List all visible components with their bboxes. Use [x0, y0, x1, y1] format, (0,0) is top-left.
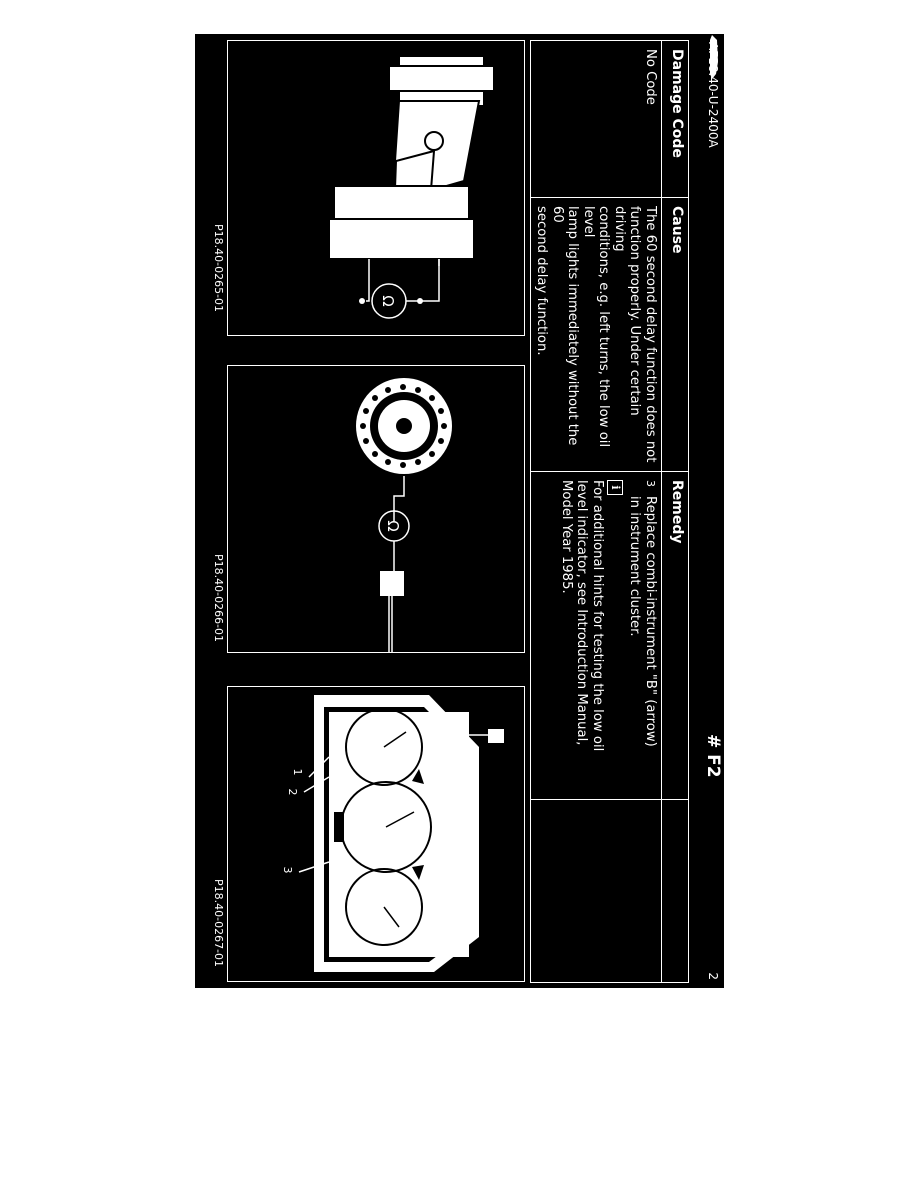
figure-connector-test: Ω — [227, 365, 525, 653]
header-cause: Cause — [669, 206, 685, 254]
ohm-symbol-fig2: Ω — [384, 520, 402, 531]
header-empty-cell — [661, 799, 689, 983]
figure-3-id: P18.40-0267-01 — [212, 879, 225, 968]
document-code: AF18.40-U-2400A — [706, 42, 720, 148]
header-damage-code-cell: Damage Code — [661, 40, 689, 198]
empty-cell — [530, 799, 662, 983]
instrument-cluster-drawing — [314, 695, 479, 972]
cause-text: The 60 second delay function does not fu… — [534, 206, 659, 463]
remedy-cell: 3 Replace combi-instrument "B" (arrow) i… — [530, 471, 662, 800]
header-damage-code: Damage Code — [669, 49, 685, 158]
info-icon: i — [607, 480, 623, 495]
test-plug — [380, 571, 404, 596]
figure-oil-level-sensor: Ω — [227, 40, 525, 336]
cause-cell: The 60 second delay function does not fu… — [530, 197, 662, 472]
oil-level-sensor-drawing — [328, 55, 495, 260]
remedy-step-number: 3 — [644, 480, 657, 487]
round-connector-drawing — [356, 378, 452, 474]
ohm-symbol-fig1: Ω — [379, 295, 397, 306]
figure-1-id: P18.40-0265-01 — [212, 224, 225, 313]
rotated-content: AF18.40-U-2400A # F2 2 Damage Code Cause… — [195, 34, 724, 988]
callout-2: 2 — [286, 789, 299, 796]
scanned-page: AF18.40-U-2400A # F2 2 Damage Code Cause… — [195, 34, 724, 988]
callout-1: 1 — [291, 769, 304, 776]
damage-code-value: No Code — [643, 49, 658, 105]
figure-2-id: P18.40-0266-01 — [212, 554, 225, 643]
diagnosis-table: Damage Code Cause Remedy No Code The 60 … — [530, 40, 689, 983]
figure-instrument-cluster: 1 2 3 — [227, 686, 525, 982]
header-cause-cell: Cause — [661, 197, 689, 472]
callout-3: 3 — [281, 867, 294, 874]
section-id: # F2 — [703, 734, 723, 778]
remedy-hint-text: For additional hints for testing the low… — [559, 480, 605, 752]
damage-code-cell: No Code — [530, 40, 662, 198]
header-remedy: Remedy — [669, 480, 685, 544]
table-header-row: Damage Code Cause Remedy — [661, 40, 689, 983]
remedy-step: 3 Replace combi-instrument "B" (arrow) i… — [627, 472, 661, 799]
page-number: 2 — [706, 972, 720, 980]
manufacturer-logo — [710, 34, 724, 80]
table-row: No Code The 60 second delay function doe… — [530, 40, 662, 983]
remedy-step-text: Replace combi-instrument "B" (arrow) in … — [627, 496, 659, 747]
header-remedy-cell: Remedy — [661, 471, 689, 800]
arrow-marker — [488, 729, 504, 743]
